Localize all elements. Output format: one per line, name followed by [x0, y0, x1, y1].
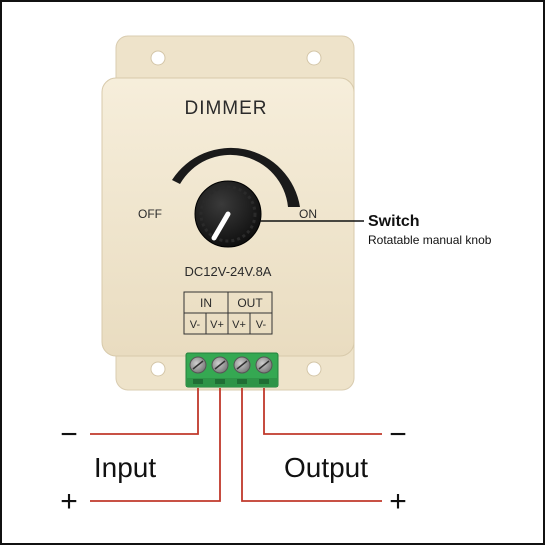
on-label: ON: [299, 207, 317, 221]
device-title: DIMMER: [184, 98, 267, 119]
terminal-screw-4[interactable]: [255, 356, 273, 384]
wire-input-negative: [90, 388, 199, 435]
mounting-hole-bottom-left: [150, 361, 166, 377]
input-label: Input: [94, 452, 156, 483]
terminal-label-box: [183, 291, 273, 335]
output-label: Output: [284, 452, 368, 483]
terminal-block: [185, 352, 279, 388]
mounting-hole-top-left: [150, 50, 166, 66]
rating-label: DC12V-24V.8A: [185, 264, 272, 279]
pin-label-2: V+: [210, 319, 224, 331]
wire-output-negative: [263, 388, 382, 435]
input-plus-sign: +: [60, 485, 78, 518]
callout-subtitle: Rotatable manual knob: [368, 233, 492, 247]
input-minus-sign: −: [60, 418, 78, 451]
rotary-knob[interactable]: [194, 180, 262, 248]
in-label: IN: [200, 296, 212, 310]
pin-label-3: V+: [232, 319, 246, 331]
terminal-screw-2[interactable]: [211, 356, 229, 384]
off-label: OFF: [138, 207, 162, 221]
pin-label-1: V-: [190, 319, 201, 331]
dial-arc: [172, 147, 300, 207]
mounting-hole-bottom-right: [306, 361, 322, 377]
out-label: OUT: [237, 296, 263, 310]
callout-title: Switch: [368, 213, 420, 230]
wire-output-positive: [241, 388, 382, 502]
output-plus-sign: +: [389, 485, 407, 518]
pin-label-4: V-: [256, 319, 267, 331]
output-minus-sign: −: [389, 418, 407, 451]
wire-input-positive: [90, 388, 221, 502]
terminal-screw-1[interactable]: [189, 356, 207, 384]
knob-pointer: [211, 211, 231, 241]
mounting-hole-top-right: [306, 50, 322, 66]
terminal-screw-3[interactable]: [233, 356, 251, 384]
